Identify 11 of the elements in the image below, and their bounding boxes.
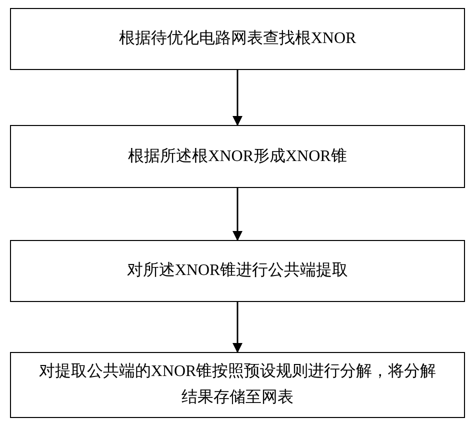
arrow: [232, 188, 242, 241]
process-box: [10, 125, 465, 188]
step-text: 根据所述根XNOR形成XNOR锥: [128, 146, 347, 166]
process-box: [10, 352, 465, 418]
step-text: 对所述XNOR锥进行公共端提取: [126, 260, 348, 281]
step-text: 对提取公共端的XNOR锥按照预设规则进行分解，将分解结果存储至网表: [38, 362, 438, 408]
arrow: [232, 70, 242, 126]
step-text: 根据待优化电路网表查找根XNOR: [118, 28, 356, 49]
process-box: [10, 240, 465, 302]
arrow: [232, 302, 242, 353]
process-box: [10, 8, 465, 70]
